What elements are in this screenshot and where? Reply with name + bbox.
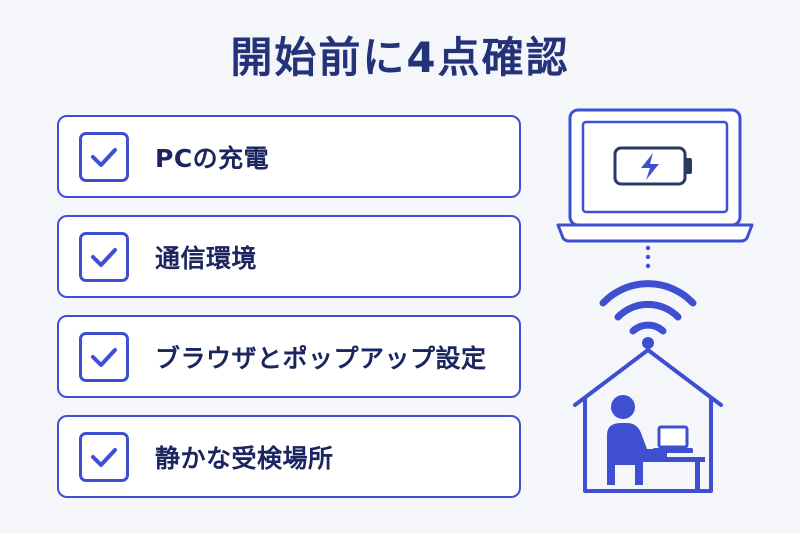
home-person-laptop-icon — [573, 348, 723, 493]
checklist-item-browser-popup: ブラウザとポップアップ設定 — [57, 315, 521, 398]
checklist-item-pc-charge: PCの充電 — [57, 115, 521, 198]
checkmark-icon — [91, 247, 117, 267]
checkbox-checked — [79, 231, 129, 282]
checklist-item-network: 通信環境 — [57, 215, 521, 298]
checkmark-icon — [91, 447, 117, 467]
checklist-item-quiet-place: 静かな受検場所 — [57, 415, 521, 498]
checklist-item-label: PCの充電 — [155, 143, 270, 173]
checkbox-checked — [79, 131, 129, 182]
battery-icon — [613, 146, 692, 186]
checkbox-checked — [79, 331, 129, 382]
checkbox-checked — [79, 431, 129, 482]
checklist-item-label: 通信環境 — [155, 243, 258, 273]
checkmark-icon — [91, 347, 117, 367]
illustration — [556, 108, 754, 493]
wifi-icon — [599, 280, 697, 349]
checklist-item-label: 静かな受検場所 — [155, 443, 334, 473]
checklist-item-label: ブラウザとポップアップ設定 — [155, 343, 487, 373]
laptop-battery-icon — [556, 108, 754, 243]
connector-dots — [645, 245, 651, 269]
page-title: 開始前に4点確認 — [230, 33, 570, 82]
checklist: PCの充電 通信環境 ブラウザとポップアップ設定 — [57, 115, 521, 515]
checkmark-icon — [91, 147, 117, 167]
